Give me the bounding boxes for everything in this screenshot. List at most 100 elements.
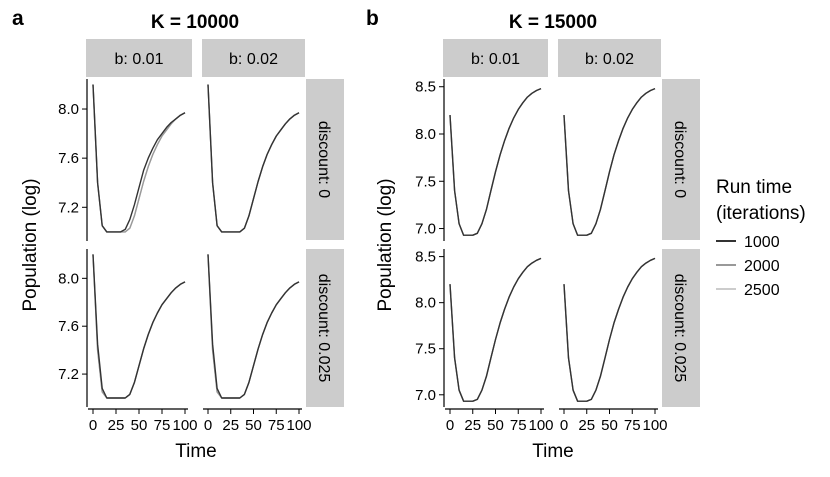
y-tick-label: 8.0 <box>415 126 436 143</box>
x-tick-label: 100 <box>642 417 667 434</box>
strip-col-2 <box>558 39 661 77</box>
strip-col-1 <box>86 39 192 77</box>
series-line-1000 <box>92 254 186 399</box>
series-line-1000 <box>449 257 542 402</box>
strip-row-1 <box>306 79 344 240</box>
legend-label: 2500 <box>744 282 780 299</box>
y-axis-title: Population (log) <box>375 178 396 311</box>
series-line-2500 <box>207 84 300 233</box>
x-tick-label: 50 <box>601 417 618 434</box>
y-tick-label: 7.0 <box>415 387 436 404</box>
series-line-2500 <box>207 254 300 399</box>
panel-tag: b <box>366 7 379 30</box>
y-tick-label: 7.5 <box>415 341 436 358</box>
y-tick-label: 7.0 <box>415 221 436 238</box>
series-line-1000 <box>563 87 656 236</box>
series-line-2500 <box>563 257 656 402</box>
strip-row-1-label: discount: 0 <box>671 121 688 198</box>
series-line-2500 <box>563 87 656 236</box>
panel-b: b K = 15000 b: 0.01 b: 0.02 discount: 0 … <box>366 7 700 462</box>
y-tick-label: 8.5 <box>415 249 436 266</box>
strip-row-2-label: discount: 0.025 <box>315 274 332 383</box>
series-line-2500 <box>449 87 542 236</box>
series-line-2000 <box>92 254 186 399</box>
series-line-1000 <box>207 84 300 233</box>
x-tick-label: 100 <box>528 417 553 434</box>
series-line-2000 <box>563 87 656 236</box>
strip-row-2-label: discount: 0.025 <box>671 274 688 383</box>
y-tick-label: 7.6 <box>58 318 79 335</box>
strip-col-2 <box>202 39 305 77</box>
series-line-2000 <box>449 257 542 402</box>
strip-col-1 <box>443 39 548 77</box>
x-tick-label: 0 <box>560 417 568 434</box>
facet-plot <box>563 257 656 402</box>
x-tick-label: 25 <box>222 417 239 434</box>
facet-plot <box>207 254 300 399</box>
series-line-1000 <box>92 84 186 233</box>
strip-col-1-label: b: 0.01 <box>115 51 164 68</box>
series-line-2500 <box>449 257 542 402</box>
series-line-1000 <box>563 257 656 402</box>
x-tick-label: 0 <box>89 417 97 434</box>
facet-plot <box>207 84 300 233</box>
facet-plot <box>449 87 542 236</box>
panel-title: K = 10000 <box>151 12 239 33</box>
x-tick-label: 0 <box>446 417 454 434</box>
x-tick-label: 75 <box>268 417 285 434</box>
x-tick-label: 25 <box>108 417 125 434</box>
legend-items: 1000 2000 2500 <box>716 234 780 299</box>
y-tick-label: 8.0 <box>58 101 79 118</box>
y-tick-label: 7.5 <box>415 173 436 190</box>
legend-label: 1000 <box>744 234 780 251</box>
series-line-2500 <box>92 84 186 233</box>
y-tick-label: 8.5 <box>415 79 436 96</box>
y-tick-label: 7.2 <box>58 366 79 383</box>
series-line-1000 <box>449 87 542 236</box>
legend-label: 2000 <box>744 258 780 275</box>
x-tick-label: 25 <box>464 417 481 434</box>
x-axis-title: Time <box>532 441 574 462</box>
x-tick-label: 50 <box>131 417 148 434</box>
x-tick-label: 50 <box>245 417 262 434</box>
series-line-2500 <box>92 254 186 399</box>
series-line-2000 <box>207 84 300 233</box>
y-axis-title: Population (log) <box>20 178 41 311</box>
x-tick-label: 50 <box>487 417 504 434</box>
series-line-1000 <box>207 254 300 399</box>
x-axis-title: Time <box>175 441 217 462</box>
y-tick-label: 8.0 <box>415 295 436 312</box>
y-tick-label: 8.0 <box>58 270 79 287</box>
x-tick-label: 100 <box>286 417 311 434</box>
x-tick-label: 100 <box>172 417 197 434</box>
y-tick-label: 7.6 <box>58 150 79 167</box>
y-tick-label: 7.2 <box>58 199 79 216</box>
strip-row-1 <box>662 79 700 240</box>
series-line-2000 <box>563 257 656 402</box>
legend: Run time (iterations) 1000 2000 2500 <box>716 177 806 299</box>
x-tick-label: 25 <box>578 417 595 434</box>
series-line-2000 <box>449 87 542 236</box>
strip-row-1-label: discount: 0 <box>315 121 332 198</box>
x-tick-label: 75 <box>510 417 527 434</box>
strip-col-2-label: b: 0.02 <box>229 51 278 68</box>
x-tick-label: 75 <box>154 417 171 434</box>
strip-row-2 <box>662 249 700 407</box>
strip-row-2 <box>306 249 344 407</box>
panel-a: a K = 10000 b: 0.01 b: 0.02 discount: 0 … <box>12 7 344 462</box>
facet-plot <box>92 254 186 399</box>
panel-title: K = 15000 <box>509 12 597 33</box>
legend-title-line-1: Run time <box>716 177 792 198</box>
x-tick-label: 0 <box>204 417 212 434</box>
strip-col-1-label: b: 0.01 <box>471 51 520 68</box>
facet-plot <box>449 257 542 402</box>
strip-col-2-label: b: 0.02 <box>585 51 634 68</box>
facet-plot <box>563 87 656 236</box>
panel-tag: a <box>12 7 24 30</box>
legend-title-line-2: (iterations) <box>716 203 806 224</box>
series-line-2000 <box>207 254 300 399</box>
x-tick-label: 75 <box>624 417 641 434</box>
facet-plot <box>92 84 186 233</box>
